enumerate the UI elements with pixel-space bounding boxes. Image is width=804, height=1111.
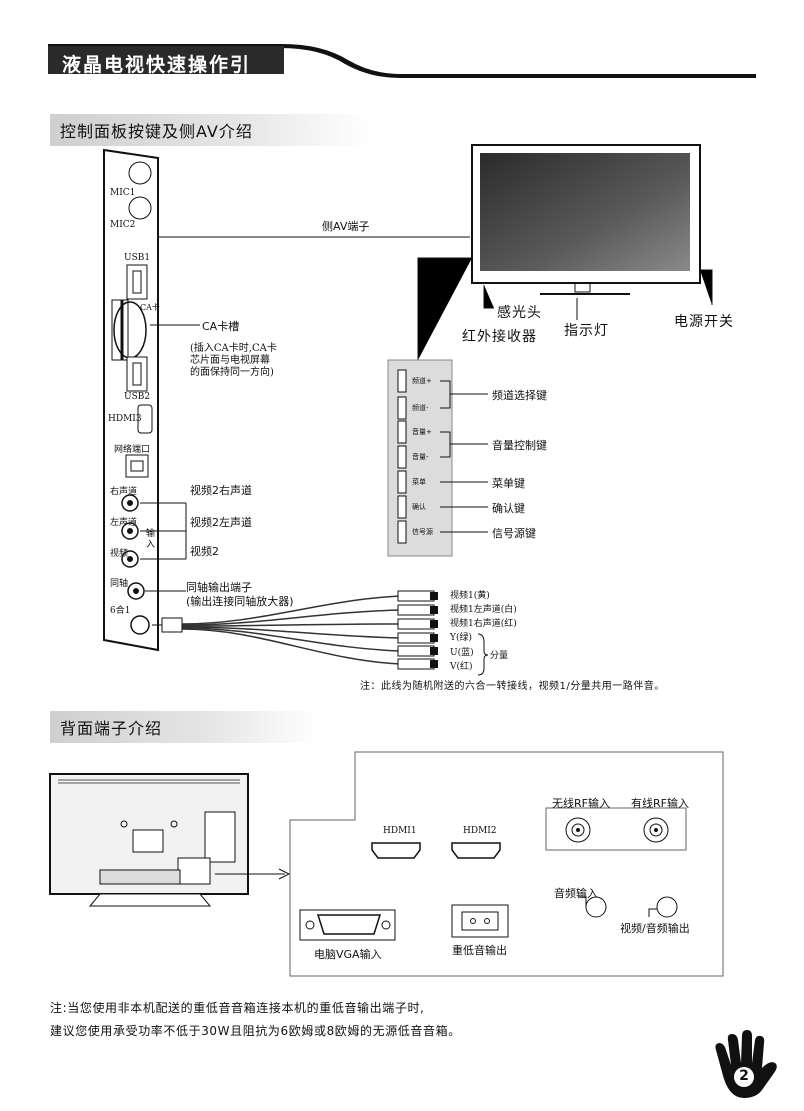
cable-label-u: U(蓝) xyxy=(450,648,474,658)
cable-label-video1-right: 视频1右声道(红) xyxy=(450,619,517,629)
menu-key-label: 菜单键 xyxy=(492,477,525,490)
side-av-callout: 侧AV端子 xyxy=(322,220,370,233)
av-out-label: 视频/音频输出 xyxy=(620,922,690,935)
ca-slot-small-label: CA卡 xyxy=(140,303,160,312)
cable-note: 注：此线为随机附送的六合一转接线，视频1/分量共用一路伴音。 xyxy=(360,681,665,692)
usb1-label: USB1 xyxy=(124,253,151,263)
indicator-label: 指示灯 xyxy=(564,323,609,339)
control-panel-diagram xyxy=(103,144,713,676)
mic2-label: MIC2 xyxy=(110,220,136,230)
mic1-label: MIC1 xyxy=(110,188,136,198)
ca-slot-callout: CA卡槽 xyxy=(202,320,240,333)
cable-label-v: V(红) xyxy=(450,662,473,672)
button-volume-down: 音量- xyxy=(412,453,429,461)
network-port-label: 网络端口 xyxy=(114,445,151,455)
ir-receiver-label: 红外接收器 xyxy=(462,329,537,345)
channel-keys-label: 频道选择键 xyxy=(492,389,547,402)
video2-callout: 视频2 xyxy=(190,545,219,558)
source-key-label: 信号源键 xyxy=(492,527,536,540)
left-channel-label: 左声道 xyxy=(110,518,138,528)
hdmi3-label: HDMI3 xyxy=(108,414,142,424)
button-ok: 确认 xyxy=(412,503,426,511)
ok-key-label: 确认键 xyxy=(492,502,525,515)
coax-label: 同轴 xyxy=(110,579,129,589)
footer-note-line1: 注:当您使用非本机配送的重低音音箱连接本机的重低音输出端子时, xyxy=(50,1001,425,1015)
subwoofer-out-label: 重低音输出 xyxy=(452,944,507,957)
usb2-label: USB2 xyxy=(124,392,151,402)
right-channel-label: 右声道 xyxy=(110,487,138,497)
button-channel-up: 频道+ xyxy=(412,377,432,385)
button-source: 信号源 xyxy=(412,528,433,536)
section-title-rear-ports: 背面端子介绍 xyxy=(50,711,320,743)
coax-out-callout: 同轴输出端子 xyxy=(186,581,252,594)
wireless-rf-label: 无线RF输入 xyxy=(552,797,610,810)
cable-label-video1-yellow: 视频1(黄) xyxy=(450,591,490,601)
page-title: 液晶电视快速操作引导 xyxy=(48,46,284,103)
volume-keys-label: 音量控制键 xyxy=(492,439,547,452)
sensor-label: 感光头 xyxy=(497,305,542,321)
power-switch-label: 电源开关 xyxy=(674,314,734,330)
page-number: 2 xyxy=(739,1068,749,1084)
six-in-one-label: 6合1 xyxy=(110,606,131,616)
cable-label-y: Y(绿) xyxy=(450,633,472,643)
section-title-control-panel: 控制面板按键及侧AV介绍 xyxy=(50,114,370,146)
button-channel-down: 频道- xyxy=(412,404,429,412)
ca-note-line3: 的面保持同一方向) xyxy=(190,367,274,378)
wired-rf-label: 有线RF输入 xyxy=(631,797,689,810)
footer-note-line2: 建议您使用承受功率不低于30W且阻抗为6欧姆或8欧姆的无源低音音箱。 xyxy=(50,1024,461,1038)
input-label: 输入 xyxy=(146,529,156,550)
audio-in-label: 音频输入 xyxy=(554,887,598,900)
video2-left-callout: 视频2左声道 xyxy=(190,516,252,529)
video-label: 视频 xyxy=(110,549,129,559)
hdmi2-label: HDMI2 xyxy=(463,826,497,836)
ca-note-line2: 芯片面与电视屏幕 xyxy=(190,355,270,366)
vga-label: 电脑VGA输入 xyxy=(314,948,382,961)
component-label: 分量 xyxy=(490,651,509,661)
ca-note-line1: (插入CA卡时,CA卡 xyxy=(190,343,277,354)
hdmi1-label: HDMI1 xyxy=(383,826,417,836)
button-menu: 菜单 xyxy=(412,478,426,486)
coax-out-note: (输出连接同轴放大器) xyxy=(186,595,294,608)
cable-label-video1-left: 视频1左声道(白) xyxy=(450,605,517,615)
button-volume-up: 音量+ xyxy=(412,428,432,436)
video2-right-callout: 视频2右声道 xyxy=(190,484,252,497)
